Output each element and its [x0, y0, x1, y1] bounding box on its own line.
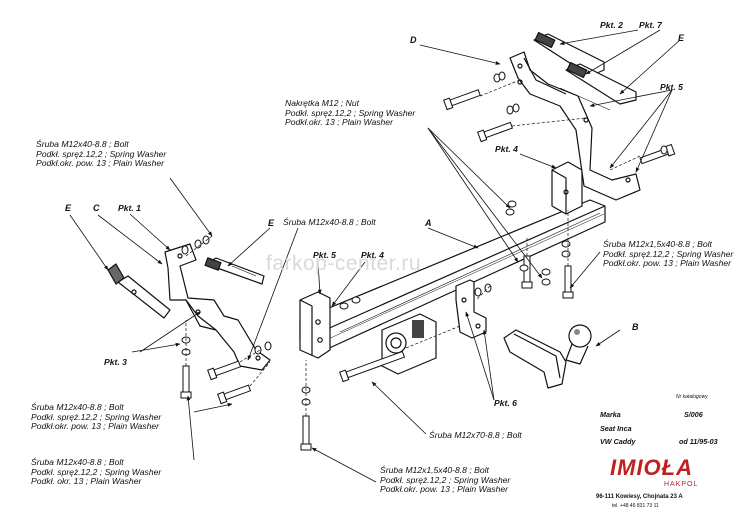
callout-bolt-left-low: Śruba M12x40-8.8 ; Bolt Podkł. spręż.12,…: [31, 457, 162, 487]
years: od 11/95-03: [679, 437, 718, 446]
callout-bolt-bottom: Śruba M12x1,5x40-8.8 ; Bolt Podkł. spręż…: [380, 465, 511, 495]
pkt-7-label: Pkt. 7: [639, 20, 662, 30]
pkt-1-label: Pkt. 1: [118, 203, 141, 213]
fasteners: [180, 71, 676, 451]
center-bracket: [455, 279, 487, 339]
part-a-label: A: [425, 218, 432, 228]
tow-ball-b: [503, 324, 592, 389]
right-side-bracket: [509, 51, 641, 201]
leader-lines: [69, 29, 681, 483]
part-c-label: C: [93, 203, 100, 213]
model-2: VW Caddy: [600, 437, 636, 446]
ball-mount-plate: [381, 313, 437, 375]
pkt-4-center-label: Pkt. 4: [361, 250, 384, 260]
brand-logo: IMIOŁA: [610, 455, 693, 480]
catalog-value: S/006: [684, 410, 703, 419]
right-bracket: [551, 161, 583, 215]
part-e-mid-label: E: [268, 218, 275, 228]
model-1: Seat Inca: [600, 424, 632, 433]
pkt-5-right-label: Pkt. 5: [660, 82, 683, 92]
part-e-top-label: E: [678, 33, 685, 43]
part-b-label: B: [632, 322, 639, 332]
part-d-label: D: [410, 35, 417, 45]
pkt-6-label: Pkt. 6: [494, 398, 517, 408]
callout-bolt-right: Śruba M12x1,5x40-8.8 ; Bolt Podkł. spręż…: [603, 239, 734, 269]
callout-bolt-center: Śruba M12x40-8.8 ; Bolt: [283, 217, 376, 227]
left-plate-c: [107, 263, 171, 319]
pkt-2-label: Pkt. 2: [600, 20, 623, 30]
marka-label: Marka: [600, 410, 621, 419]
right-straps: [533, 31, 637, 111]
callout-bolt-m70: Śruba M12x70-8.8 ; Bolt: [429, 430, 522, 440]
brand-address: 96-111 Kowiesy, Chojnata 23 A: [596, 494, 683, 500]
pkt-4-right-label: Pkt. 4: [495, 144, 518, 154]
callout-nut-group: Nakrętka M12 ; Nut Podkł. spręż.12,2 ; S…: [285, 98, 416, 128]
left-link-e: [204, 257, 265, 285]
left-end-plate: [299, 291, 331, 359]
catalog-label: Nr katalogowy: [676, 394, 708, 400]
watermark: farkop-center.ru: [266, 252, 422, 275]
brand-phone: tel. +48 46 831 73 11: [612, 503, 659, 509]
brand-sub: HAKPOL: [664, 481, 699, 488]
pkt-5-center-label: Pkt. 5: [313, 250, 336, 260]
part-e-left-label: E: [65, 203, 72, 213]
callout-bolt-left-top: Śruba M12x40-8.8 ; Bolt Podkł. spręż.12,…: [36, 139, 167, 169]
callout-bolt-left-mid: Śruba M12x40-8.8 ; Bolt Podkł. spręż.12,…: [31, 402, 162, 432]
pkt-3-label: Pkt. 3: [104, 357, 127, 367]
